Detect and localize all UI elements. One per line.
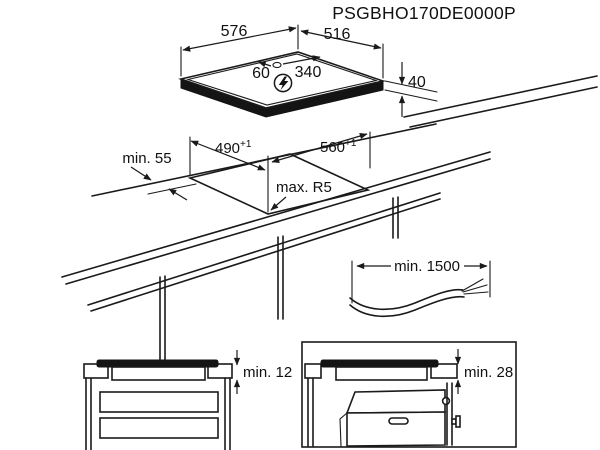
dim-40-label: 40 [408,74,426,91]
oven-screw-head [455,415,461,428]
install-over-drawers-view: min. 12 [83,350,292,450]
drawer-bottom [99,417,219,439]
dim-min28-label: min. 28 [464,364,513,381]
hob-body-section [335,366,428,381]
built-in-oven [339,382,461,447]
dim-560-label: 560+1 [320,138,357,156]
dim-r5-arrow [270,196,287,211]
dim-576-line [182,26,297,52]
dim-516-label: 516 [324,26,351,43]
dim-min55-arrow-b [168,188,188,201]
install-over-oven-view: min. 28 [301,341,517,448]
dim-490-line [190,140,266,171]
cable-curve [349,288,464,311]
dim-60-arrow [257,61,272,68]
dim-560-line [271,133,368,163]
dim-60-label: 60 [252,65,270,82]
dim-490-label: 490+1 [215,139,252,157]
power-connection-icon [273,73,293,93]
hob-body-section [111,366,206,381]
dim-340-arrow [282,55,321,65]
model-code-label: PSGBHO170DE0000P [332,3,516,23]
hob-glass-section [96,359,219,368]
dim-min12-label: min. 12 [243,364,292,381]
worktop-cutout-view: min. 55 490+1 560+1 max. R5 [61,75,598,362]
dim-r5-label: max. R5 [276,179,332,196]
oven-hinge [441,396,451,406]
dim-1500-label: min. 1500 [394,258,460,275]
oven-front [346,411,446,447]
connection-point [272,61,282,69]
dim-min55-label: min. 55 [122,150,171,167]
oven-top [345,389,446,414]
worktop-front-edge [61,151,491,278]
drawer-top [99,391,219,413]
oven-handle [388,417,409,425]
hob-glass-section [320,359,439,368]
dim-576-label: 576 [221,23,248,40]
worktop-section-right [430,363,458,379]
cabinet-supports [159,196,399,362]
mains-cable-view: min. 1500 [349,258,491,318]
worktop-section-left [304,363,322,379]
dim-340-label: 340 [295,64,322,81]
dim-min55-arrow-a [130,166,152,181]
hob-top-view: 60 340 576 516 40 [178,23,438,118]
dim-516-line [300,29,382,50]
